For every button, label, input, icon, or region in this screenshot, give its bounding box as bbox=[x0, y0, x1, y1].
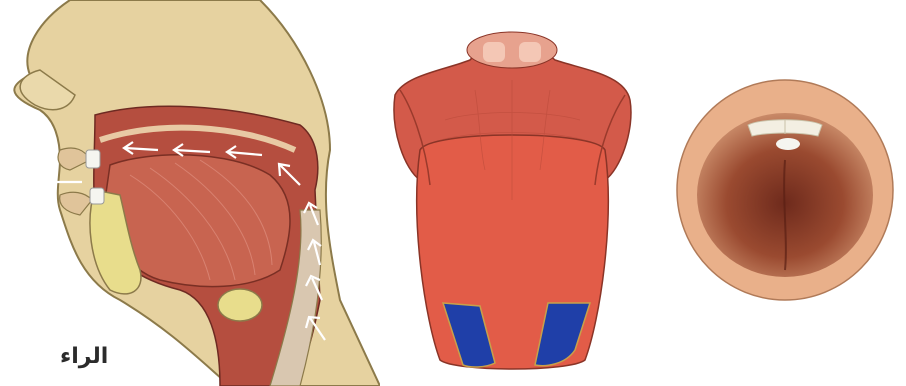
tongue-top-view bbox=[385, 20, 640, 380]
tongue-illustration bbox=[385, 20, 640, 380]
hyoid bbox=[218, 289, 262, 321]
papilla-right bbox=[519, 42, 541, 62]
upper-teeth bbox=[748, 120, 822, 136]
epiglottis bbox=[467, 32, 557, 68]
head-illustration bbox=[0, 0, 380, 386]
open-mouth-front-view bbox=[670, 70, 900, 310]
head-cross-section: الراء bbox=[0, 0, 380, 386]
mouth-illustration bbox=[670, 70, 900, 310]
uvula bbox=[776, 138, 800, 150]
papilla-left bbox=[483, 42, 505, 62]
lower-teeth bbox=[90, 188, 104, 204]
upper-teeth bbox=[86, 150, 100, 168]
letter-caption: الراء bbox=[60, 344, 108, 369]
